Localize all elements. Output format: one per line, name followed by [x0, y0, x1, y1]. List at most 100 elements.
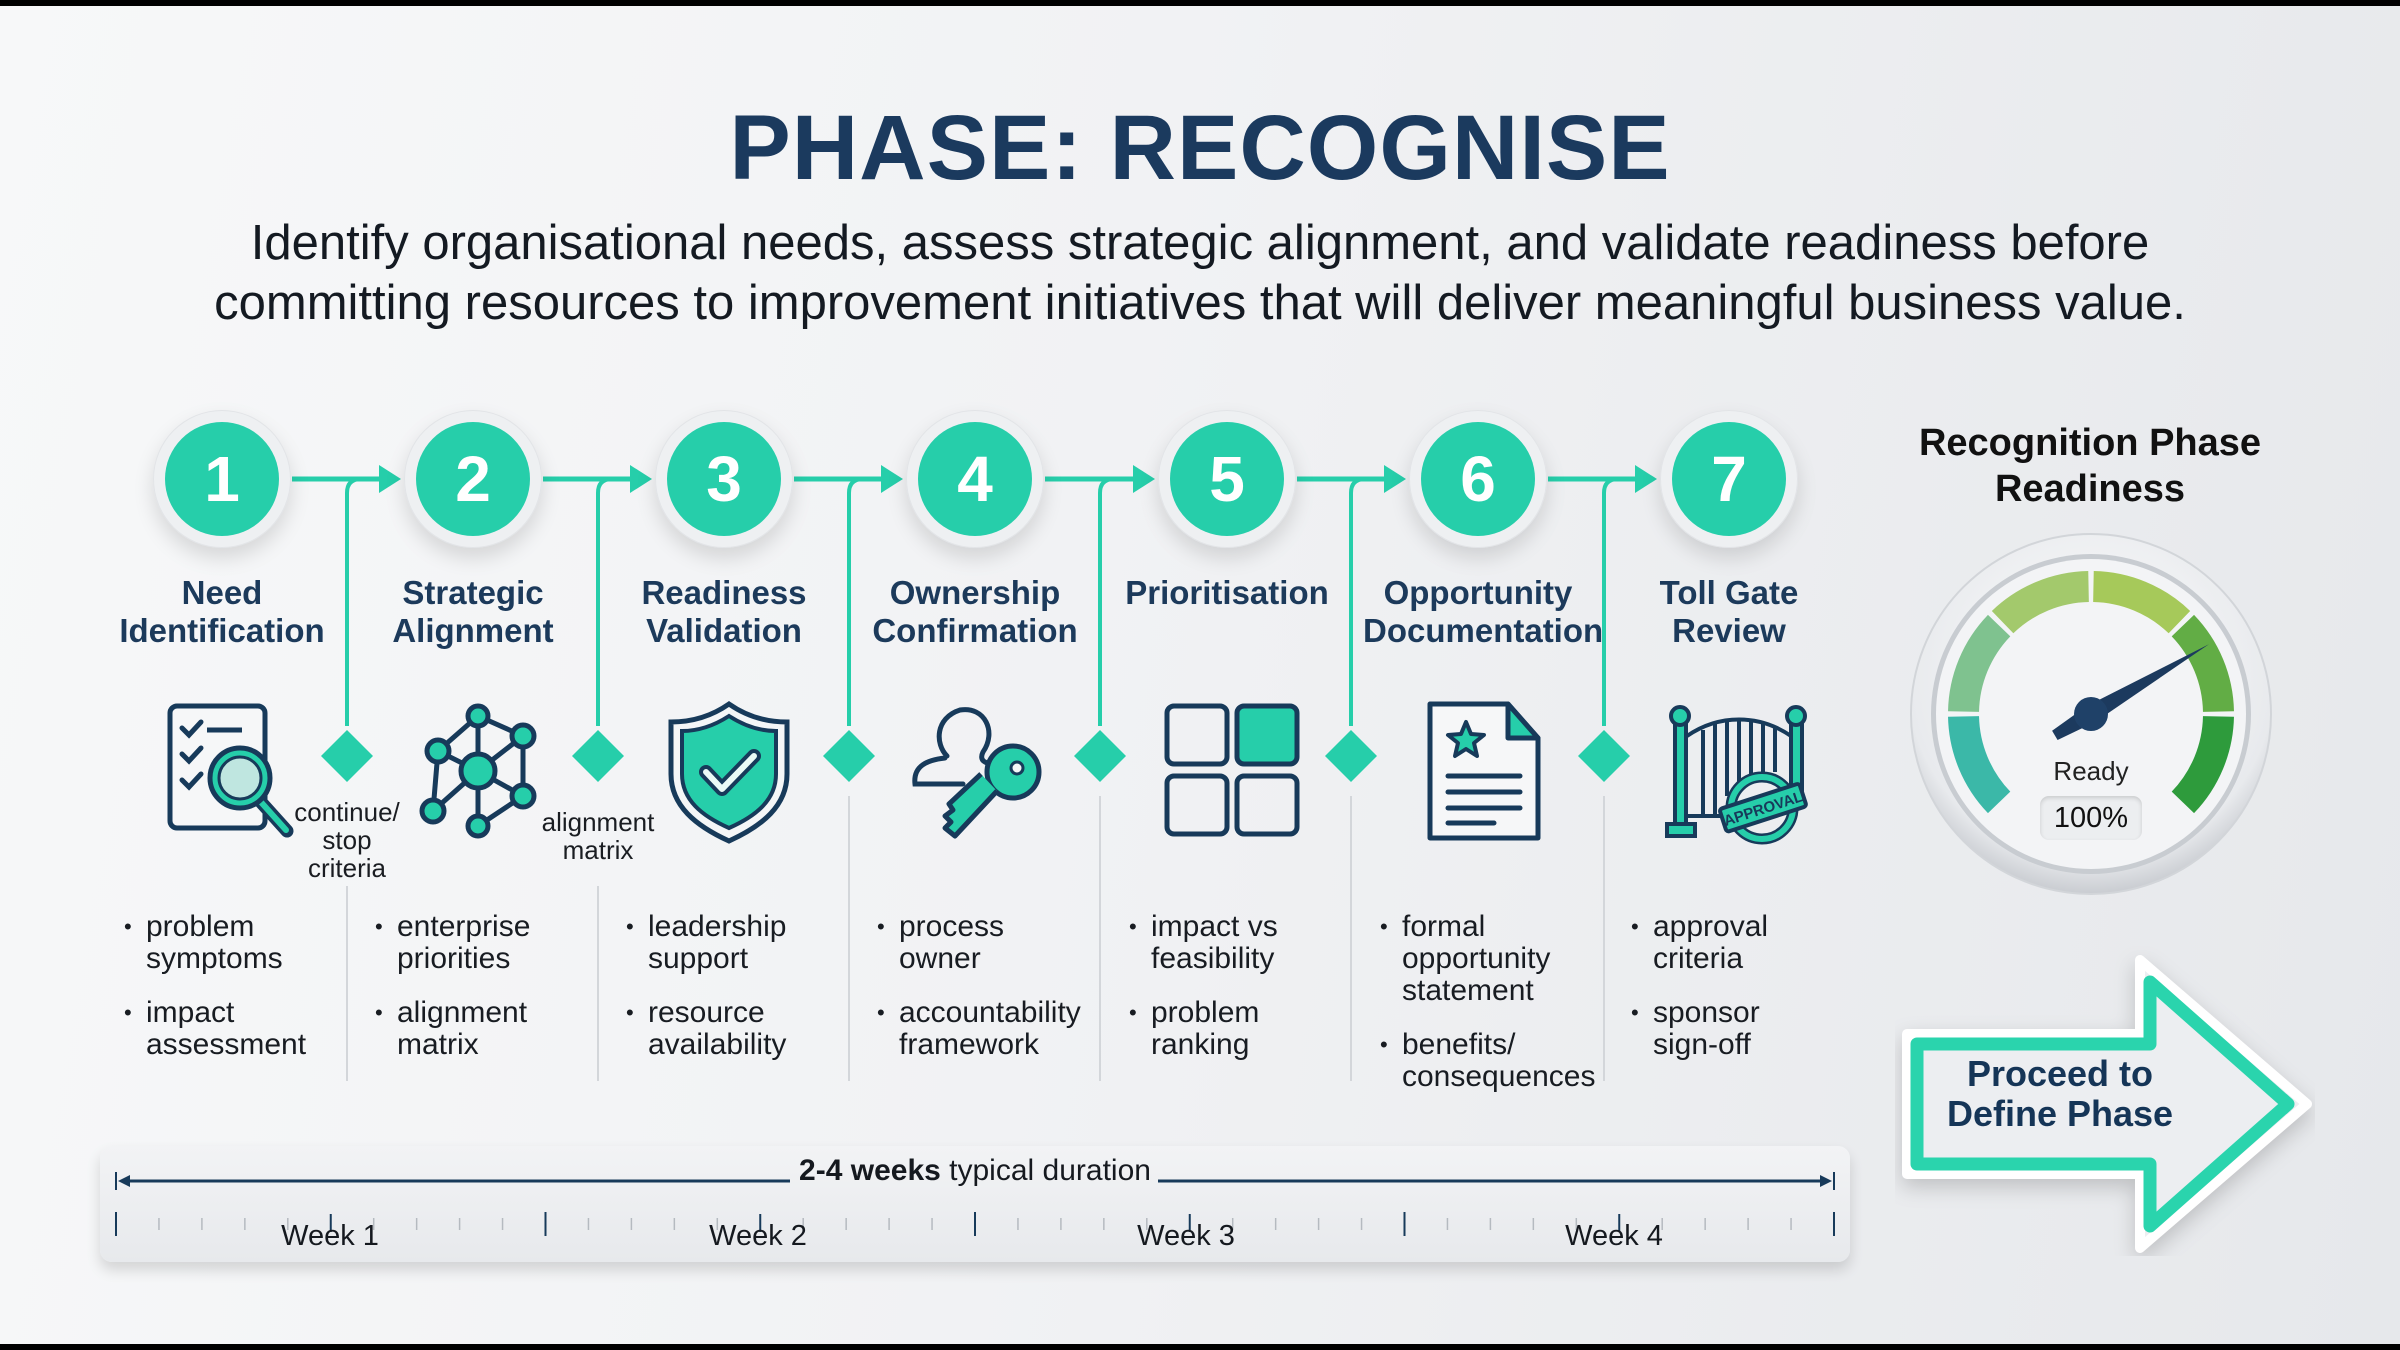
step-label-line: Confirmation: [872, 612, 1078, 649]
step-number: 5: [1170, 422, 1284, 536]
bullet-line: consequences: [1402, 1060, 1596, 1093]
step-number: 6: [1421, 422, 1535, 536]
arrowhead-icon: [881, 465, 903, 493]
bullet-line: statement: [1402, 974, 1534, 1007]
step-number: 2: [416, 422, 530, 536]
step-label-line: Ownership: [889, 574, 1061, 611]
gauge-segment: [2093, 571, 2191, 634]
arrowhead-icon: [379, 465, 401, 493]
step-label-line: Strategic: [402, 574, 544, 611]
checklist-magnifier-icon: [167, 703, 294, 838]
proceed-label[interactable]: Proceed to Define Phase: [1935, 1054, 2185, 1134]
gate-note-line: matrix: [562, 835, 634, 865]
duration-label: 2-4 weeks typical duration: [100, 1154, 1850, 1188]
bullet-line: sponsor: [1653, 996, 1760, 1029]
subtitle-line-2: committing resources to improvement init…: [214, 276, 2186, 330]
bullet-line: availability: [648, 1028, 787, 1061]
gate-feedback-line: [596, 477, 613, 726]
step-4-circle: 4: [906, 410, 1044, 548]
step-label-line: Need: [181, 574, 263, 611]
bullet-line: assessment: [146, 1028, 307, 1061]
gauge-title: Recognition Phase Readiness: [1880, 420, 2300, 512]
gauge-title-line-2: Readiness: [1994, 468, 2186, 510]
readiness-gauge: [1910, 533, 2272, 895]
bullet-line: support: [648, 942, 749, 975]
bullet-line: opportunity: [1402, 942, 1551, 975]
arrowhead-left-icon: [118, 1175, 130, 1187]
step-label-line: Toll Gate: [1659, 574, 1799, 611]
step-1-circle: 1: [153, 410, 291, 548]
gauge-segment: [2171, 716, 2234, 814]
step-label-line: Readiness: [641, 574, 807, 611]
bullet-line: impact: [146, 996, 235, 1029]
gate-note-line: stop: [322, 825, 372, 855]
gate-feedback-line: [1349, 477, 1366, 726]
step-number: 7: [1672, 422, 1786, 536]
gauge-value: 100%: [2040, 796, 2142, 840]
bullet-line: framework: [899, 1028, 1040, 1061]
step-2-bullets: enterpriseprioritiesalignmentmatrix: [375, 911, 610, 1083]
proceed-line-1: Proceed to: [1966, 1053, 2154, 1094]
step-5-label: Prioritisation: [1112, 574, 1342, 612]
bullet-line: benefits/: [1402, 1028, 1516, 1061]
step-label-line: Prioritisation: [1125, 574, 1329, 611]
gate-feedback-line: [1098, 477, 1115, 726]
bullet-line: leadership: [648, 910, 787, 943]
step-label-line: Validation: [646, 612, 802, 649]
bullet-line: owner: [899, 942, 981, 975]
week-label-1: Week 1: [281, 1220, 379, 1252]
gauge-status-label: Ready: [2053, 756, 2129, 786]
proceed-line-2: Define Phase: [1946, 1093, 2174, 1134]
bullet-line: problem: [146, 910, 255, 943]
decision-diamond-icon: [321, 730, 373, 782]
proceed-arrow-button[interactable]: [1895, 946, 2315, 1256]
bullet-line: alignment: [397, 996, 528, 1029]
decision-diamond-icon: [1325, 730, 1377, 782]
timeline-ruler: [115, 1172, 1835, 1236]
bullet-line: priorities: [397, 942, 511, 975]
gate-feedback-line: [847, 477, 864, 726]
bullet-line: resource: [648, 996, 765, 1029]
arrowhead-icon: [1384, 465, 1406, 493]
network-nodes-icon: [419, 703, 537, 839]
week-label-2: Week 2: [709, 1220, 807, 1252]
page-subtitle: Identify organisational needs, assess st…: [120, 213, 2280, 333]
step-5-bullets: impact vsfeasibilityproblemranking: [1129, 911, 1364, 1083]
gate-note-line: alignment: [541, 807, 655, 837]
step-label-line: Identification: [119, 612, 325, 649]
bullet-line: criteria: [1653, 942, 1744, 975]
arrowhead-icon: [1635, 465, 1657, 493]
document-star-icon: [1427, 701, 1541, 841]
duration-bold: 2-4 weeks: [799, 1154, 941, 1187]
gauge-segment: [1948, 614, 2011, 712]
priority-grid-icon: [1164, 703, 1300, 837]
bullet-line: feasibility: [1151, 942, 1275, 975]
bullet-line: ranking: [1151, 1028, 1250, 1061]
bullet-line: enterprise: [397, 910, 531, 943]
bullet-line: process: [899, 910, 1005, 943]
infographic-canvas: PHASE: RECOGNISE Identify organisational…: [0, 6, 2400, 1344]
bullet-item: benefits/consequences: [1380, 1029, 1615, 1093]
gate-note-line: continue/: [294, 797, 400, 827]
person-key-icon: [912, 707, 1042, 839]
step-7-circle: 7: [1660, 410, 1798, 548]
week-label-4: Week 4: [1565, 1220, 1663, 1252]
